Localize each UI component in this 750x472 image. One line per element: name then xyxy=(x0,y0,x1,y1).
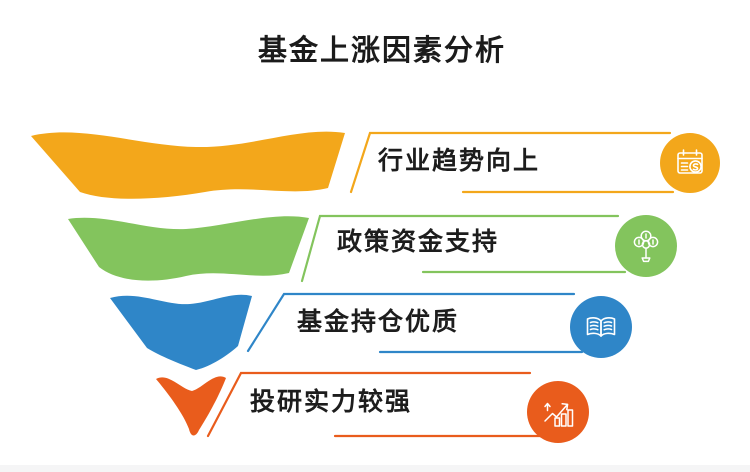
stage-label-4: 投研实力较强 xyxy=(250,388,413,416)
money-tree-icon xyxy=(633,230,659,263)
label-frame-top-1 xyxy=(349,131,672,194)
funnel-stage-4 xyxy=(156,376,226,436)
stage-label-2: 政策资金支持 xyxy=(337,228,500,256)
label-frame-top-4 xyxy=(206,371,532,438)
funnel-stage-3 xyxy=(110,294,252,370)
footer-bar xyxy=(0,465,750,472)
page-title: 基金上涨因素分析 xyxy=(257,35,506,67)
icon-circle-1 xyxy=(660,133,720,193)
label-frame-top-3 xyxy=(246,292,576,353)
label-frame-top-2 xyxy=(300,214,620,283)
funnel-stage-2 xyxy=(68,216,309,281)
funnel-stage-1 xyxy=(31,131,345,199)
icon-circle-4 xyxy=(527,381,589,443)
stage-label-3: 基金持仓优质 xyxy=(297,308,460,336)
icon-circle-2 xyxy=(615,215,677,277)
stage-label-1: 行业趋势向上 xyxy=(378,147,541,175)
calendar-money-icon xyxy=(677,149,703,174)
growth-chart-icon xyxy=(544,402,574,427)
open-book-icon xyxy=(586,317,616,337)
